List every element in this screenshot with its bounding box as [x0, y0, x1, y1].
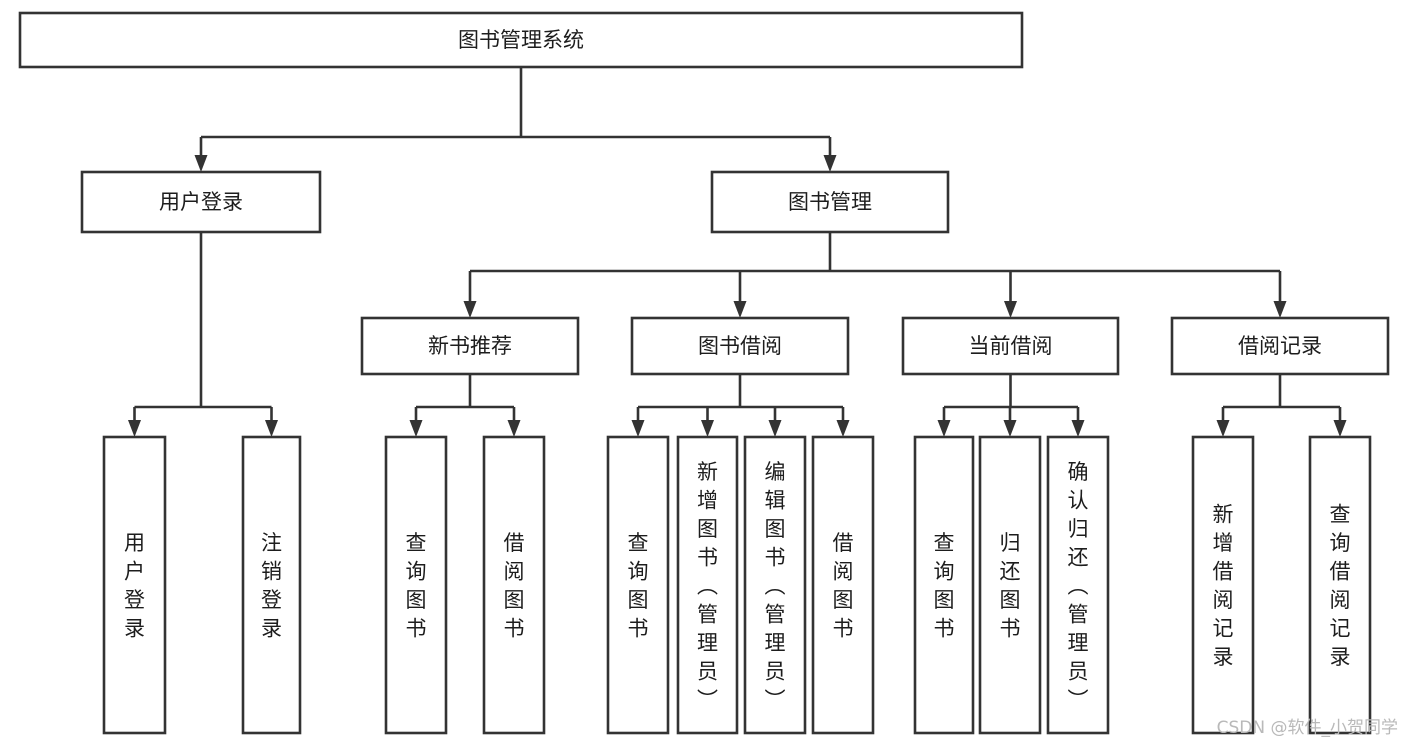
node-label-leaf-borrow-book-2: 借阅图书 — [833, 531, 854, 641]
node-leaf-logout[interactable]: 注销登录 — [241, 435, 302, 735]
node-box-leaf-user-login[interactable] — [102, 435, 167, 735]
node-box-leaf-borrow-book-2[interactable] — [811, 435, 875, 735]
node-box-leaf-query-book-3[interactable] — [913, 435, 975, 735]
node-box-leaf-borrow-book-1[interactable] — [482, 435, 546, 735]
node-box-user-login[interactable] — [80, 170, 322, 234]
node-leaf-borrow-book-1[interactable]: 借阅图书 — [482, 435, 546, 735]
node-label-leaf-borrow-book-1: 借阅图书 — [504, 531, 525, 641]
node-label-leaf-confirm-return: 确认归还︵管理员︶ — [1068, 460, 1089, 712]
node-box-borrow-record[interactable] — [1170, 316, 1390, 376]
watermark-layer: CSDN @软件_小贺同学 — [1217, 718, 1398, 738]
node-box-leaf-query-book-1[interactable] — [384, 435, 448, 735]
node-label-leaf-query-record: 查询借阅记录 — [1330, 503, 1351, 670]
node-label-leaf-add-book: 新增图书︵管理员︶ — [697, 460, 718, 712]
node-label-leaf-return-book: 归还图书 — [1000, 531, 1021, 641]
node-leaf-confirm-return[interactable]: 确认归还︵管理员︶ — [1046, 435, 1110, 735]
node-box-book-manage[interactable] — [710, 170, 950, 234]
node-leaf-query-book-3[interactable]: 查询图书 — [913, 435, 975, 735]
node-box-current-borrow[interactable] — [901, 316, 1120, 376]
node-label-leaf-query-book-3: 查询图书 — [934, 531, 955, 641]
node-leaf-edit-book[interactable]: 编辑图书︵管理员︶ — [743, 435, 807, 735]
node-label-book-borrow: 图书借阅 — [698, 334, 782, 358]
node-box-leaf-return-book[interactable] — [978, 435, 1042, 735]
node-new-book-rec[interactable]: 新书推荐 — [360, 316, 580, 376]
node-leaf-borrow-book-2[interactable]: 借阅图书 — [811, 435, 875, 735]
node-leaf-add-book[interactable]: 新增图书︵管理员︶ — [676, 435, 739, 735]
csdn-watermark: CSDN @软件_小贺同学 — [1217, 718, 1398, 738]
node-leaf-query-record[interactable]: 查询借阅记录 — [1308, 435, 1372, 735]
node-box-leaf-query-record[interactable] — [1308, 435, 1372, 735]
node-user-login[interactable]: 用户登录 — [80, 170, 322, 234]
node-label-leaf-logout: 注销登录 — [261, 531, 282, 641]
node-leaf-return-book[interactable]: 归还图书 — [978, 435, 1042, 735]
node-box-leaf-add-book[interactable] — [676, 435, 739, 735]
node-leaf-query-book-2[interactable]: 查询图书 — [606, 435, 670, 735]
node-box-leaf-logout[interactable] — [241, 435, 302, 735]
node-label-borrow-record: 借阅记录 — [1238, 334, 1322, 358]
node-box-new-book-rec[interactable] — [360, 316, 580, 376]
node-layer: 图书管理系统用户登录图书管理新书推荐图书借阅当前借阅借阅记录用户登录注销登录查询… — [18, 11, 1390, 735]
node-current-borrow[interactable]: 当前借阅 — [901, 316, 1120, 376]
connector-layer — [128, 67, 1347, 437]
node-box-leaf-confirm-return[interactable] — [1046, 435, 1110, 735]
node-label-book-manage: 图书管理 — [788, 190, 872, 214]
node-label-current-borrow: 当前借阅 — [969, 334, 1053, 358]
node-box-leaf-edit-book[interactable] — [743, 435, 807, 735]
node-label-user-login: 用户登录 — [159, 190, 243, 214]
node-box-root[interactable] — [18, 11, 1024, 69]
node-label-leaf-query-book-2: 查询图书 — [628, 531, 649, 641]
node-borrow-record[interactable]: 借阅记录 — [1170, 316, 1390, 376]
node-label-leaf-add-record: 新增借阅记录 — [1213, 503, 1234, 670]
node-root[interactable]: 图书管理系统 — [18, 11, 1024, 69]
node-leaf-user-login[interactable]: 用户登录 — [102, 435, 167, 735]
node-box-leaf-add-record[interactable] — [1191, 435, 1255, 735]
node-book-manage[interactable]: 图书管理 — [710, 170, 950, 234]
node-label-leaf-user-login: 用户登录 — [124, 531, 145, 641]
node-label-new-book-rec: 新书推荐 — [428, 334, 512, 358]
node-book-borrow[interactable]: 图书借阅 — [630, 316, 850, 376]
node-box-leaf-query-book-2[interactable] — [606, 435, 670, 735]
node-label-leaf-query-book-1: 查询图书 — [406, 531, 427, 641]
node-label-root: 图书管理系统 — [458, 28, 584, 52]
node-box-book-borrow[interactable] — [630, 316, 850, 376]
node-label-leaf-edit-book: 编辑图书︵管理员︶ — [765, 460, 786, 712]
node-leaf-add-record[interactable]: 新增借阅记录 — [1191, 435, 1255, 735]
node-leaf-query-book-1[interactable]: 查询图书 — [384, 435, 448, 735]
